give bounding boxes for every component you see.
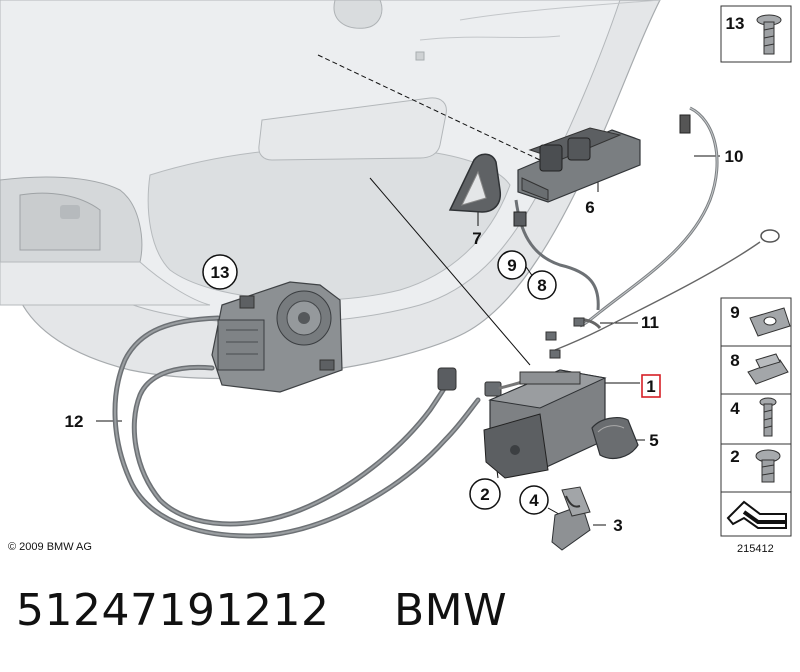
svg-text:13: 13 (211, 263, 230, 282)
callout-1-highlight[interactable]: 1 (641, 374, 661, 398)
svg-text:1: 1 (646, 377, 655, 396)
sidebar-item-9[interactable]: 9 (720, 297, 792, 347)
sidebar-item-13[interactable]: 13 (720, 5, 792, 63)
part-1-tailgate-lock (483, 369, 607, 479)
part-10-cable (579, 106, 719, 328)
svg-text:8: 8 (537, 276, 546, 295)
part-6-tailgate-handle (517, 127, 641, 203)
part-11-bowden-cable (545, 229, 780, 359)
callout-11[interactable]: 11 (641, 313, 659, 332)
svg-text:13: 13 (726, 14, 745, 33)
svg-text:2: 2 (480, 485, 489, 504)
sidebar-item-arrow[interactable] (720, 491, 792, 537)
svg-text:9: 9 (730, 303, 739, 322)
callout-10[interactable]: 10 (725, 147, 744, 166)
svg-text:8: 8 (730, 351, 739, 370)
sidebar-item-8[interactable]: 8 (720, 345, 792, 395)
part-13-drive-motor (211, 281, 343, 393)
callout-5[interactable]: 5 (649, 431, 658, 450)
callout-9[interactable]: 9 (497, 250, 527, 280)
callout-8[interactable]: 8 (527, 270, 557, 300)
svg-text:2: 2 (730, 447, 739, 466)
tailgate-panel (0, 0, 661, 380)
footer-caption: 51247191212 BMW (16, 585, 507, 645)
svg-text:9: 9 (507, 256, 516, 275)
callout-12[interactable]: 12 (65, 412, 84, 431)
part-9-8-harness (513, 199, 600, 311)
callout-7[interactable]: 7 (472, 229, 481, 248)
screw-icon (756, 14, 782, 55)
bracket-clip-icon (747, 353, 789, 385)
arrow-icon (726, 500, 787, 529)
callout-13[interactable]: 13 (202, 254, 238, 290)
exploded-parts-diagram: 1 13 9 8 2 4 10 6 7 11 5 12 3 13 (0, 0, 792, 551)
screw-icon (759, 397, 777, 437)
svg-text:4: 4 (730, 399, 740, 418)
screw-icon (755, 449, 781, 483)
part-7-finger-grip (448, 153, 502, 213)
diagram-number: 215412 (737, 543, 774, 555)
copyright-notice: © 2009 BMW AG (8, 541, 92, 553)
brand-name: BMW (393, 585, 508, 636)
svg-text:4: 4 (529, 491, 539, 510)
callout-6[interactable]: 6 (585, 198, 594, 217)
sidebar-item-2[interactable]: 2 (720, 443, 792, 493)
part-number: 51247191212 (16, 585, 330, 636)
part-3-striker (551, 486, 591, 551)
clip-icon (749, 307, 791, 337)
part-5-cover (591, 417, 639, 459)
callout-3[interactable]: 3 (613, 516, 622, 535)
part-12-cable-harness (112, 315, 532, 539)
callout-2[interactable]: 2 (469, 478, 501, 510)
callout-4[interactable]: 4 (519, 485, 549, 515)
sidebar-parts-legend: 13 9 8 4 (720, 5, 792, 537)
sidebar-item-4[interactable]: 4 (720, 393, 792, 445)
